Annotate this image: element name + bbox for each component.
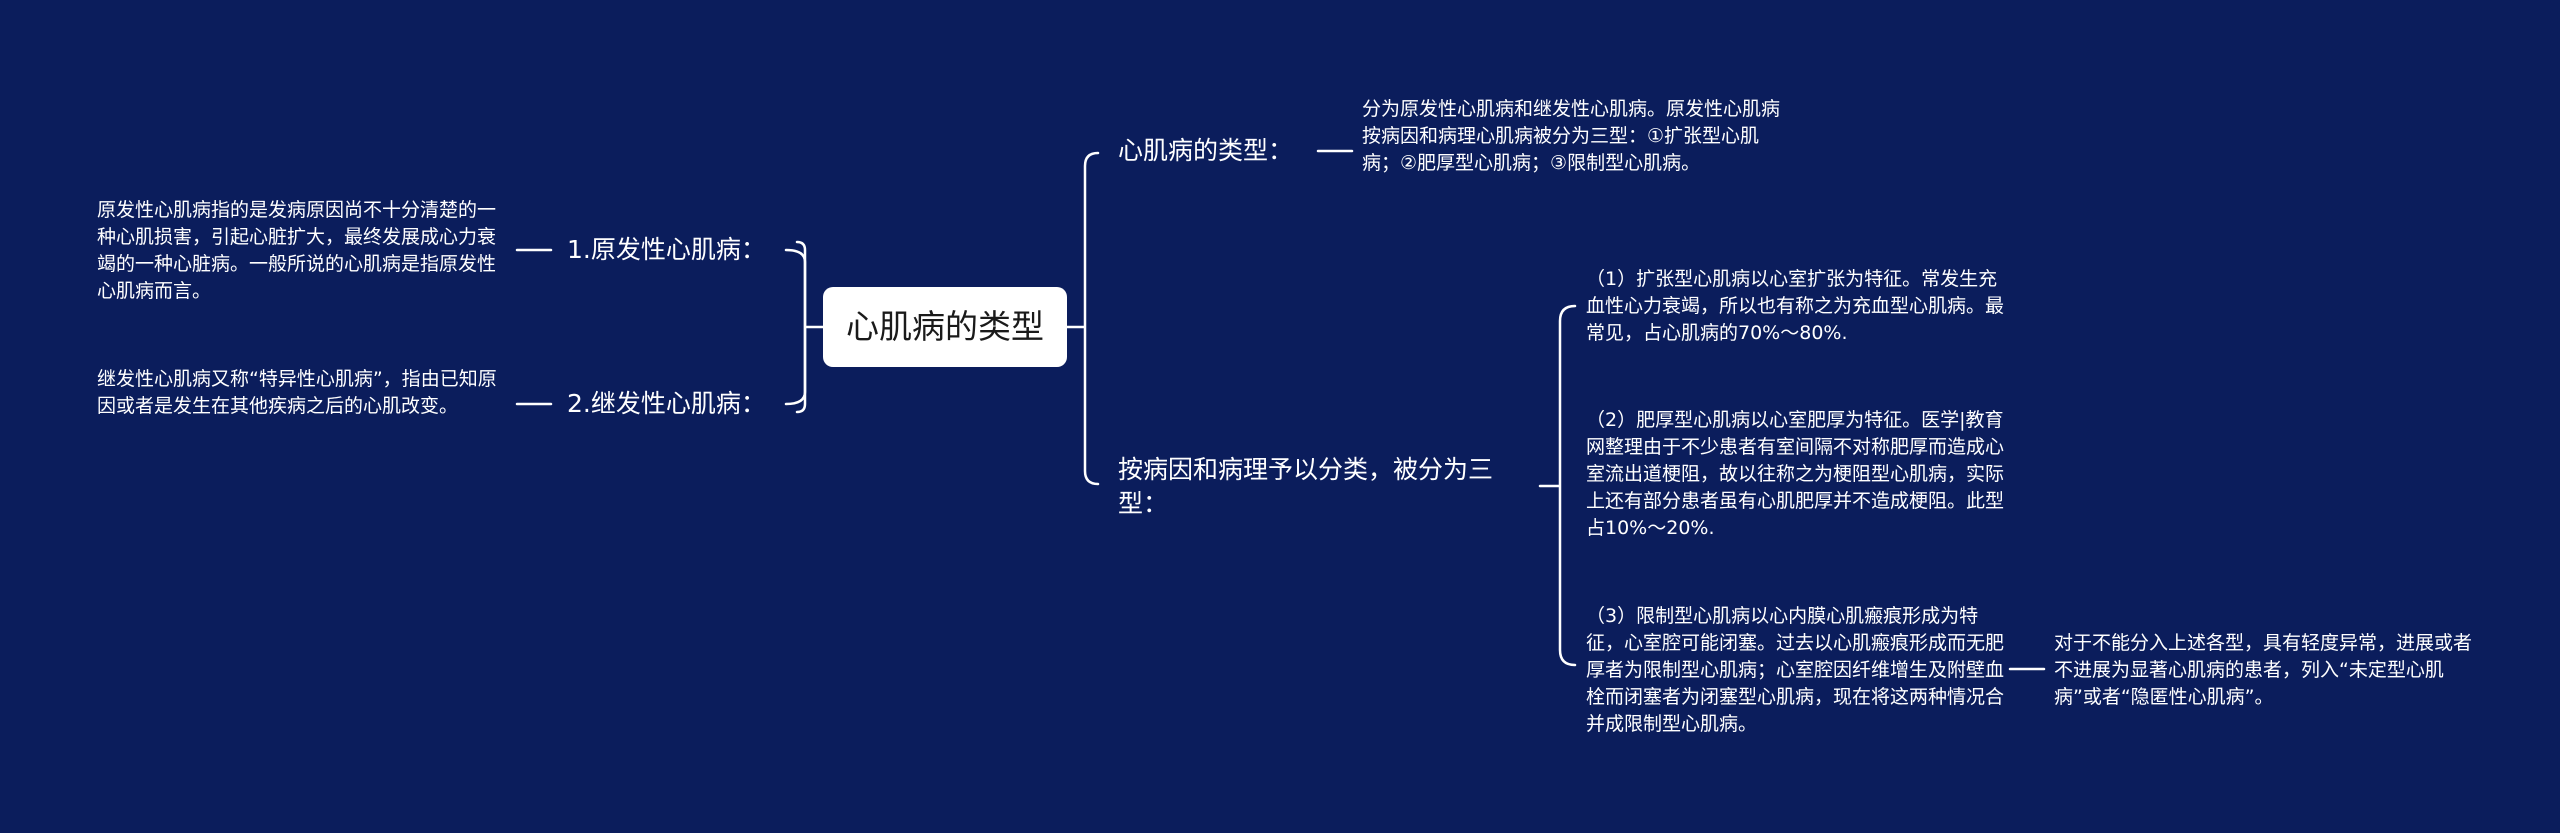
detail-secondary-cardiomyopathy[interactable]: 继发性心肌病又称“特异性心肌病”，指由已知原因或者是发生在其他疾病之后的心肌改变… <box>97 368 497 417</box>
detail-primary-cardiomyopathy[interactable]: 原发性心肌病指的是发病原因尚不十分清楚的一种心肌损害，引起心脏扩大，最终发展成心… <box>97 199 497 302</box>
branch-cardiomyopathy-types[interactable]: 心肌病的类型： <box>1118 136 1294 165</box>
child-restrictive-cardiomyopathy[interactable]: （3）限制型心肌病以心内膜心肌瘢痕形成为特征，心室腔可能闭塞。过去以心肌瘢痕形成… <box>1586 605 2005 735</box>
root-topic[interactable]: 心肌病的类型 <box>823 287 1067 367</box>
connector-root-to-left-branches <box>795 240 825 414</box>
connector-root-to-right-branches <box>1065 151 1100 486</box>
branch-classification-by-etiology[interactable]: 按病因和病理予以分类，被分为三型： <box>1118 455 1494 518</box>
child-dilated-cardiomyopathy[interactable]: （1）扩张型心肌病以心室扩张为特征。常发生充血性心力衰竭，所以也有称之为充血型心… <box>1586 268 2005 344</box>
branch-secondary-cardiomyopathy[interactable]: 2.继发性心肌病： <box>567 389 766 418</box>
connector-left-bracket <box>784 248 807 406</box>
connector-right2-to-children <box>1538 304 1577 667</box>
detail-unclassified-cardiomyopathy[interactable]: 对于不能分入上述各型，具有轻度异常，进展或者不进展为显著心肌病的患者，列入“未定… <box>2054 632 2473 708</box>
detail-cardiomyopathy-types[interactable]: 分为原发性心肌病和继发性心肌病。原发性心肌病按病因和病理心肌病被分为三型：①扩张… <box>1362 98 1781 174</box>
branch-primary-cardiomyopathy[interactable]: 1.原发性心肌病： <box>567 235 766 264</box>
child-hypertrophic-cardiomyopathy[interactable]: （2）肥厚型心肌病以心室肥厚为特征。医学|教育网整理由于不少患者有室间隔不对称肥… <box>1586 409 2005 539</box>
